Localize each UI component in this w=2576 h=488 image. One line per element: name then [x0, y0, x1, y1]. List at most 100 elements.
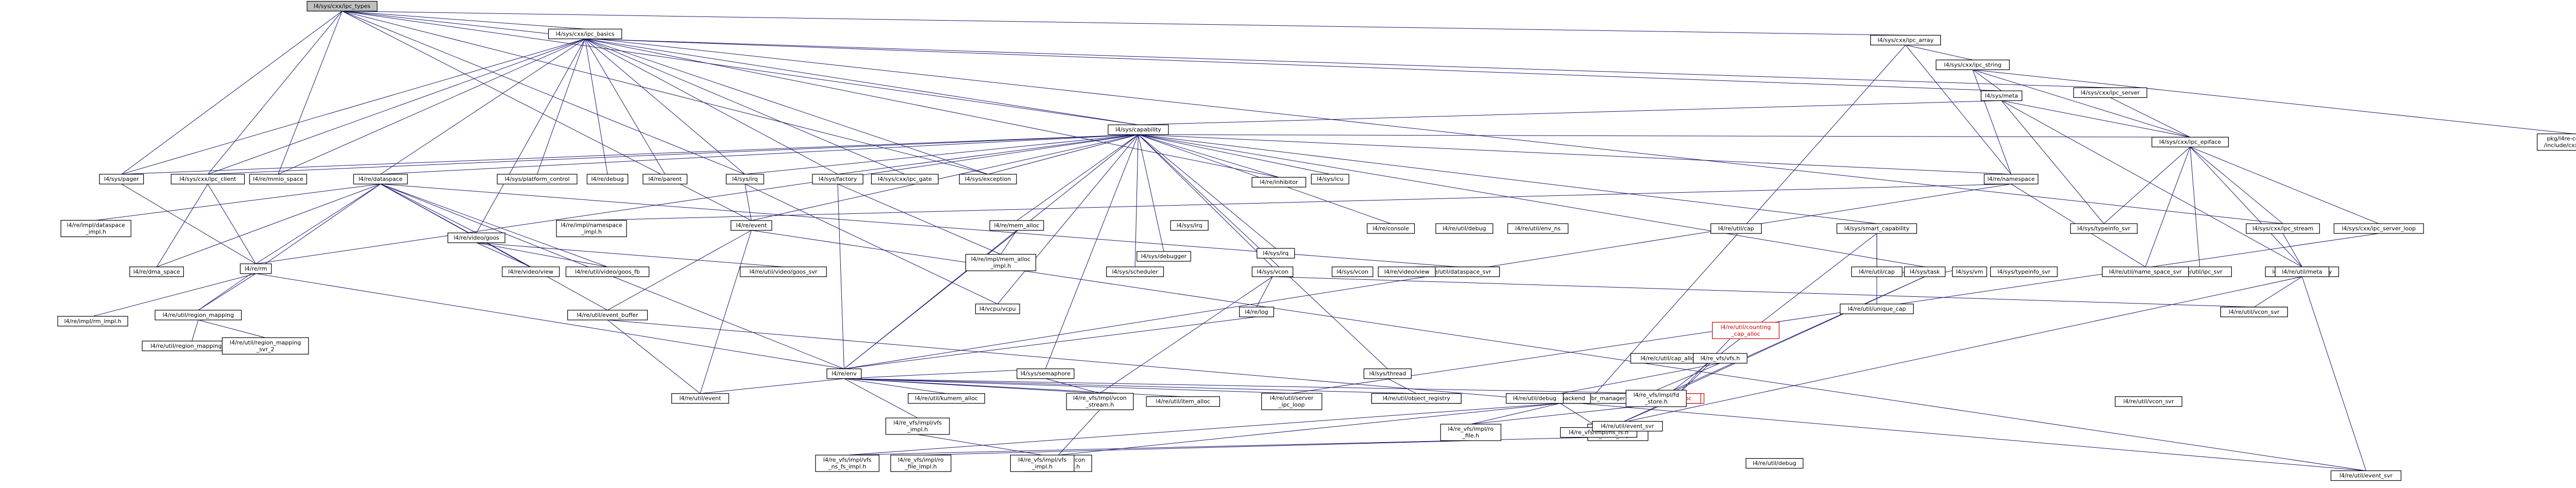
- graph-node[interactable]: l4/re_vfs/impl/vfs_impl.h: [885, 417, 950, 435]
- graph-node[interactable]: l4/sys/typeinfo_svr: [1990, 266, 2058, 277]
- graph-node[interactable]: l4/sys/cxx/ipc_types: [307, 1, 378, 12]
- graph-node[interactable]: l4/re/util/env_ns: [1507, 223, 1569, 234]
- graph-node[interactable]: l4/re/console: [1367, 223, 1415, 234]
- node-box: [1371, 393, 1462, 404]
- node-label: l4/re/util/dataspace_svr: [1425, 268, 1491, 275]
- graph-node[interactable]: l4/sys/scheduler: [1106, 266, 1164, 277]
- graph-node[interactable]: l4/vcpu/vcpu: [975, 304, 1020, 314]
- graph-node[interactable]: l4/re/util/event: [671, 393, 730, 404]
- graph-node[interactable]: l4/re/util/video/goos_fb: [565, 266, 650, 277]
- graph-node[interactable]: l4/re/mem_alloc: [989, 220, 1044, 231]
- graph-node[interactable]: l4/re/video/view: [1378, 266, 1436, 277]
- graph-node[interactable]: l4/re/util/vcon_svr: [2114, 396, 2182, 407]
- graph-node[interactable]: pkg/l4re-core/l4sys/include/cxx/ipc_varg: [2537, 133, 2576, 151]
- graph-node[interactable]: l4/re/util/unique_cap: [1840, 304, 1914, 314]
- graph-node[interactable]: l4/re/util/region_mapping: [155, 310, 242, 321]
- graph-node[interactable]: l4/re/debug: [586, 174, 629, 184]
- graph-node[interactable]: l4/re/event: [731, 220, 772, 231]
- edge-group: [380, 134, 1139, 175]
- graph-node[interactable]: l4/sys/cxx/ipc_basics: [548, 28, 622, 40]
- graph-node[interactable]: l4/sys/cxx/ipc_array: [1870, 35, 1941, 46]
- node-label: l4/sys/cxx/ipc_array: [1877, 37, 1934, 43]
- graph-node[interactable]: l4/re/impl/namespace_impl.h: [556, 220, 627, 238]
- graph-node[interactable]: l4/re/util/debug: [1745, 458, 1804, 469]
- graph-node[interactable]: l4/re/util/debug: [1505, 393, 1564, 404]
- graph-node[interactable]: l4/re_vfs/vfs.h: [1693, 353, 1748, 364]
- graph-node[interactable]: l4/re/util/region_mapping_svr: [142, 341, 242, 351]
- graph-node[interactable]: l4/sys/icu: [1311, 174, 1349, 184]
- graph-node[interactable]: l4/re/parent: [642, 174, 688, 184]
- graph-node[interactable]: l4/sys/typeinfo_svr: [2070, 223, 2138, 234]
- graph-node[interactable]: l4/sys/cxx/ipc_string: [1936, 59, 2010, 71]
- graph-node[interactable]: l4/re/video/view: [502, 266, 560, 277]
- graph-node[interactable]: l4/sys/cxx/ipc_server_loop: [2333, 223, 2424, 234]
- graph-node[interactable]: l4/re_vfs/impl/ro_file_impl.h: [890, 455, 952, 472]
- graph-node[interactable]: l4/sys/pager: [99, 174, 144, 184]
- graph-node[interactable]: l4/sys/cxx/ipc_epiface: [2151, 137, 2229, 147]
- graph-node[interactable]: l4/re/util/debug: [1435, 223, 1494, 234]
- graph-edge: [1016, 134, 1139, 221]
- graph-node[interactable]: l4/sys/capability: [1108, 124, 1169, 135]
- graph-node[interactable]: l4/re/namespace: [1984, 174, 2039, 184]
- graph-node[interactable]: l4/re/util/meta: [2275, 266, 2330, 277]
- graph-node[interactable]: l4/re/util/dataspace_svr: [1416, 266, 1500, 277]
- graph-node[interactable]: l4/re/log: [1239, 307, 1274, 317]
- graph-node[interactable]: l4/re/util/vcon_svr: [2220, 307, 2288, 317]
- graph-node[interactable]: l4/re_vfs/impl/ro_file.h: [1440, 424, 1501, 441]
- graph-node[interactable]: l4/sys/vcon: [1331, 266, 1374, 277]
- graph-node[interactable]: l4/sys/cxx/ipc_client: [171, 174, 245, 184]
- graph-node[interactable]: l4/re_vfs/impl/vfs_ns_fs_impl.h: [815, 455, 879, 472]
- graph-node[interactable]: l4/re/dma_space: [129, 266, 184, 277]
- graph-node[interactable]: l4/re/util/object_registry: [1371, 393, 1462, 404]
- graph-node[interactable]: l4/sys/vcon: [1251, 266, 1294, 277]
- node-label: l4/re_vfs/vfs.h: [1700, 355, 1740, 362]
- graph-node[interactable]: l4/sys/irq: [725, 174, 765, 184]
- graph-node[interactable]: l4/sys/irq: [1170, 220, 1209, 231]
- graph-node[interactable]: l4/re/util/cap: [1710, 223, 1762, 234]
- graph-node[interactable]: l4/sys/thread: [1363, 368, 1412, 379]
- graph-node[interactable]: l4/sys/platform_control: [497, 174, 578, 184]
- graph-node[interactable]: l4/re_vfs/impl/fd_store.h: [1625, 390, 1687, 407]
- graph-node[interactable]: l4/re/impl/rm_impl.h: [57, 316, 128, 327]
- graph-node[interactable]: l4/sys/vm: [1952, 266, 1987, 277]
- graph-node[interactable]: l4/re/util/region_mapping_svr_2: [222, 337, 309, 355]
- graph-node[interactable]: l4/re/util/event_buffer: [567, 310, 648, 321]
- graph-node[interactable]: l4/sys/cxx/ipc_stream: [2246, 223, 2320, 234]
- graph-node[interactable]: l4/sys/exception: [959, 174, 1017, 184]
- graph-edge: [342, 11, 1906, 36]
- graph-node[interactable]: l4/sys/task: [1904, 266, 1946, 277]
- graph-node[interactable]: l4/sys/irq: [1257, 248, 1295, 259]
- graph-node[interactable]: l4/re_vfs/impl/vfs_impl.h: [1010, 455, 1075, 472]
- graph-node[interactable]: l4/re/util/event_svr: [1592, 420, 1663, 432]
- graph-node[interactable]: l4/re/inhibitor: [1251, 177, 1307, 188]
- node-box: [1904, 266, 1946, 277]
- graph-edge: [121, 38, 585, 175]
- graph-node[interactable]: l4/sys/cxx/ipc_gate: [871, 174, 939, 184]
- graph-node[interactable]: l4/re/util/server_ipc_loop: [1261, 393, 1323, 410]
- graph-node[interactable]: l4/re/util/kumem_alloc: [908, 393, 985, 404]
- graph-node[interactable]: l4/re/impl/dataspace_impl.h: [60, 220, 131, 238]
- graph-node[interactable]: l4/re/c/util/cap_alloc: [1630, 353, 1708, 364]
- graph-node[interactable]: l4/re/util/counting_cap_alloc: [1712, 322, 1780, 339]
- graph-node[interactable]: l4/sys/meta: [1980, 90, 2023, 101]
- graph-node[interactable]: l4/sys/semaphore: [1016, 368, 1075, 379]
- graph-node[interactable]: l4/re/util/event_svr: [2330, 470, 2401, 481]
- graph-node[interactable]: l4/re/mmio_space: [249, 174, 307, 184]
- graph-edge: [1058, 403, 1561, 456]
- graph-node[interactable]: l4/re/util/video/goos_svr: [740, 266, 827, 277]
- graph-node[interactable]: l4/re/video/goos: [447, 232, 505, 243]
- graph-edge: [380, 183, 531, 267]
- graph-node[interactable]: l4/re/util/cap: [1851, 266, 1903, 277]
- graph-node[interactable]: l4/re/impl/mem_alloc_impl.h: [965, 254, 1037, 272]
- graph-node[interactable]: l4/sys/smart_capability: [1836, 223, 1917, 234]
- graph-node[interactable]: l4/re/util/name_space_svr: [2102, 266, 2189, 277]
- graph-node[interactable]: l4/re/env: [826, 368, 862, 379]
- graph-node[interactable]: l4/re/rm: [240, 263, 272, 274]
- graph-node[interactable]: l4/re/util/item_alloc: [1146, 396, 1221, 407]
- graph-node[interactable]: l4/sys/debugger: [1137, 251, 1191, 262]
- graph-node[interactable]: l4/re/dataspace: [353, 174, 408, 184]
- graph-node[interactable]: l4/sys/factory: [812, 174, 863, 184]
- graph-node[interactable]: l4/sys/cxx/ipc_server: [2073, 87, 2147, 98]
- graph-node[interactable]: l4/re_vfs/impl/vcon_stream.h: [1066, 393, 1134, 410]
- graph-edge: [837, 134, 1139, 175]
